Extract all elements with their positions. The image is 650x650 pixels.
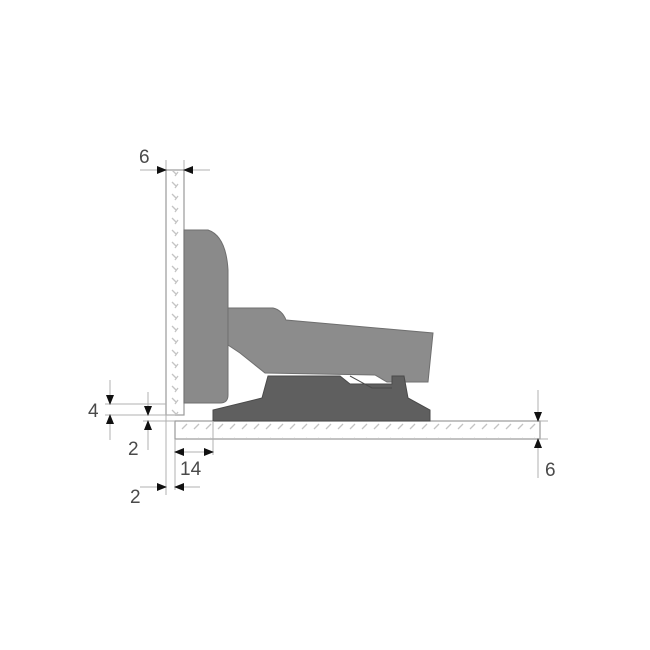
hinge-cup	[183, 229, 229, 404]
mounting-plate	[212, 375, 431, 422]
dim-overlay: 14	[174, 421, 214, 490]
door-panel	[165, 169, 185, 416]
dim-label-vertical-gap-bottom: 2	[128, 439, 139, 460]
dim-door-thickness: 6	[139, 147, 210, 174]
dim-vertical-gap-bottom: 2	[128, 392, 175, 460]
dim-label-door-thickness: 6	[139, 147, 150, 168]
dim-label-overlay: 14	[180, 459, 202, 480]
dim-label-side-panel-thickness: 6	[545, 460, 556, 481]
dim-panel-gap: 2	[130, 415, 200, 508]
dim-label-vertical-gap-top: 4	[88, 401, 99, 422]
mounting-plate-step	[349, 375, 392, 389]
hinge-arm	[227, 307, 434, 383]
dim-vertical-gap-top: 4	[88, 380, 175, 440]
dim-side-panel-thickness: 6	[534, 390, 556, 481]
side-panel	[174, 420, 541, 440]
dim-label-panel-gap: 2	[130, 487, 141, 508]
